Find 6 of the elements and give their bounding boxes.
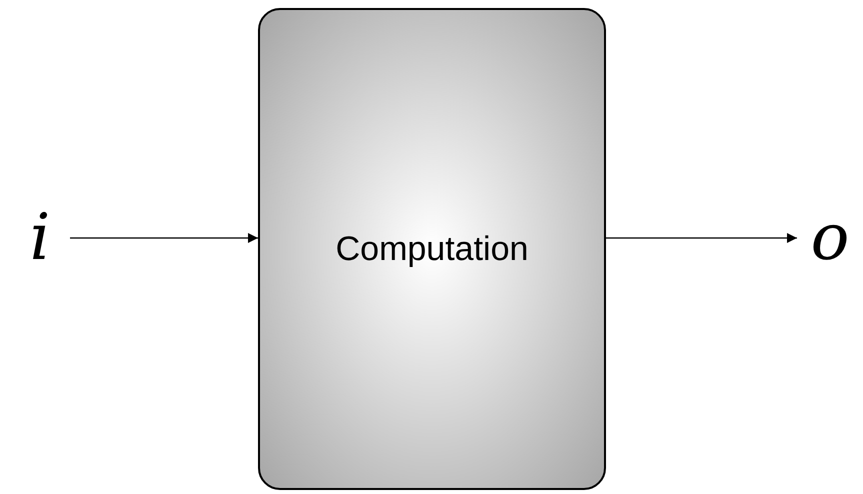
- arrow: [606, 233, 797, 243]
- variable-label: o: [810, 206, 850, 270]
- variable-label: i: [30, 206, 50, 270]
- process-box: [258, 8, 606, 490]
- node-label: Computation: [336, 230, 528, 268]
- arrow: [70, 233, 258, 243]
